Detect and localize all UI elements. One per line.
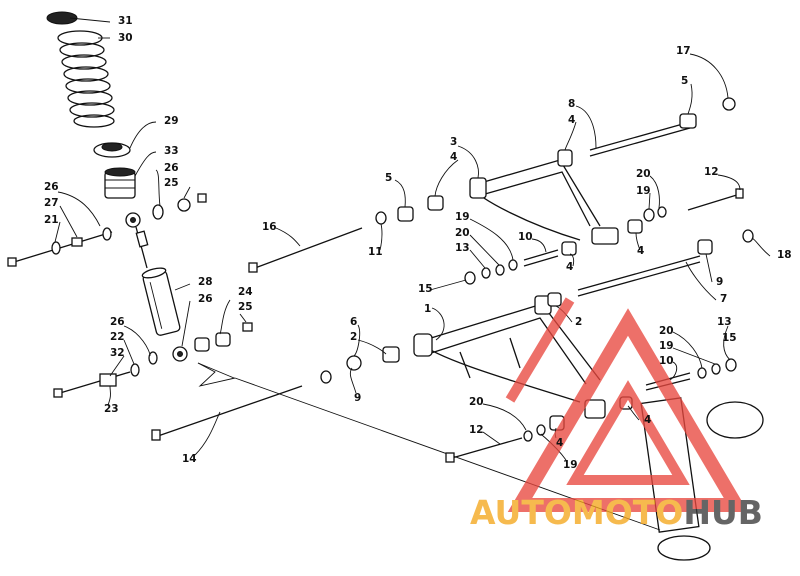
- callout-number: 5: [681, 75, 688, 87]
- callout-number: 22: [110, 331, 125, 343]
- callout-number: 14: [182, 453, 197, 465]
- callout-number: 23: [104, 403, 119, 415]
- watermark-triangle-icon: [505, 297, 749, 512]
- bolt-12-upper-part: [687, 193, 741, 211]
- callout-number: 1: [424, 303, 431, 315]
- callout-number: 30: [118, 32, 133, 44]
- callout-number: 26: [44, 181, 59, 193]
- callout-number: 2: [575, 316, 582, 328]
- shock-assembly: [7, 11, 253, 398]
- callout-number: 12: [469, 424, 484, 436]
- end-cap-18-part: [742, 229, 754, 243]
- callout-number: 27: [44, 197, 59, 209]
- callout-number: 4: [566, 261, 573, 273]
- shock-upper-bolt-part: [13, 231, 113, 263]
- bolt-12-lower-part: [451, 437, 523, 459]
- callout-number: 15: [722, 332, 737, 344]
- watermark-text-automoto: AUTOMOTO: [470, 493, 683, 532]
- callout-labels: 3130293326252627212826242526223223141611…: [44, 15, 792, 471]
- long-bolt-16-part: [254, 227, 363, 269]
- end-cap-17-part: [722, 97, 736, 111]
- callout-number: 12: [704, 166, 719, 178]
- lower-a-arm-part: [413, 295, 601, 403]
- callout-number: 13: [717, 316, 732, 328]
- callout-number: 3: [450, 136, 457, 148]
- callout-number: 7: [720, 293, 727, 305]
- callout-number: 10: [518, 231, 533, 243]
- callout-number: 25: [238, 301, 253, 313]
- callout-number: 9: [716, 276, 723, 288]
- callout-number: 8: [568, 98, 575, 110]
- long-bolt-14-part: [157, 385, 303, 437]
- callout-number: 13: [455, 242, 470, 254]
- shock-lower-bolt-part: [59, 371, 131, 394]
- callout-number: 4: [637, 245, 644, 257]
- callout-number: 26: [164, 162, 179, 174]
- callout-number: 20: [455, 227, 470, 239]
- pivot-shaft-7-part: [577, 255, 701, 291]
- watermark-logo: AUTOMOTOHUB: [470, 297, 763, 532]
- callout-number: 32: [110, 347, 125, 359]
- callout-number: 29: [164, 115, 179, 127]
- callout-number: 4: [450, 151, 457, 163]
- callout-number: 19: [636, 185, 651, 197]
- callout-number: 19: [563, 459, 578, 471]
- callout-number: 19: [455, 211, 470, 223]
- leader-lines: [54, 17, 771, 461]
- callout-number: 26: [198, 293, 213, 305]
- callout-number: 20: [659, 325, 674, 337]
- callout-number: 4: [568, 114, 575, 126]
- callout-number: 2: [350, 331, 357, 343]
- callout-number: 26: [110, 316, 125, 328]
- coil-spring-part: [57, 30, 115, 128]
- callout-number: 16: [262, 221, 277, 233]
- callout-number: 31: [118, 15, 133, 27]
- spring-cap-part: [46, 11, 78, 25]
- callout-number: 11: [368, 246, 383, 258]
- callout-number: 15: [418, 283, 433, 295]
- callout-number: 21: [44, 214, 59, 226]
- callout-number: 10: [659, 355, 674, 367]
- callout-number: 17: [676, 45, 691, 57]
- callout-number: 19: [659, 340, 674, 352]
- shock-body-part: [141, 267, 181, 336]
- upper-a-arm-part: [469, 149, 619, 245]
- watermark-text-hub: HUB: [683, 493, 763, 532]
- callout-number: 4: [556, 437, 563, 449]
- callout-number: 20: [636, 168, 651, 180]
- callout-number: 5: [385, 172, 392, 184]
- callout-number: 28: [198, 276, 213, 288]
- pivot-shaft-8-part: [589, 121, 691, 151]
- callout-number: 6: [350, 316, 357, 328]
- callout-number: 25: [164, 177, 179, 189]
- spindle-part: [640, 397, 764, 561]
- callout-number: 24: [238, 286, 253, 298]
- callout-number: 20: [469, 396, 484, 408]
- callout-number: 33: [164, 145, 179, 157]
- callout-number: 4: [644, 414, 651, 426]
- callout-number: 18: [777, 249, 792, 261]
- callout-number: 9: [354, 392, 361, 404]
- watermark-text: AUTOMOTOHUB: [470, 493, 763, 532]
